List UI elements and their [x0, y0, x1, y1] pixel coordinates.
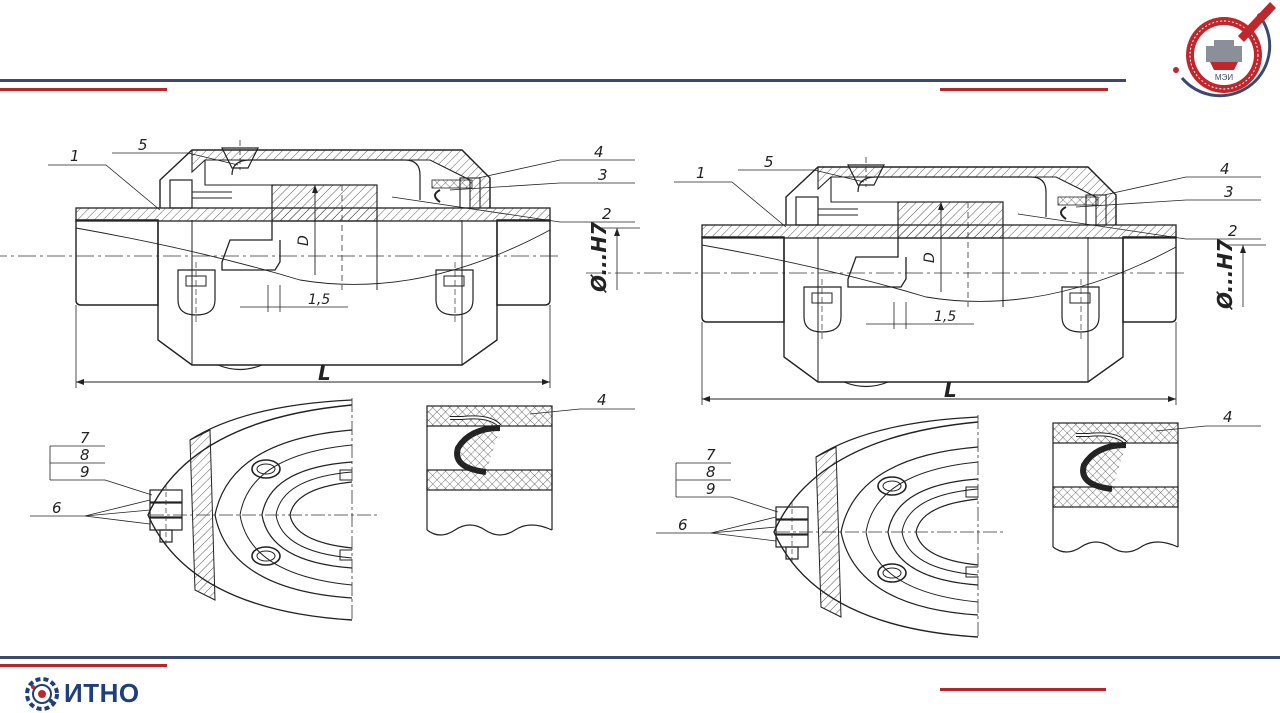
- right-seal-detail: [1053, 423, 1261, 552]
- emblem-text: МЭИ: [1215, 73, 1233, 82]
- right-label-1: 1: [696, 164, 706, 182]
- left-detail-label: 4: [597, 391, 607, 409]
- right-dim-d: D: [922, 252, 938, 263]
- right-label-4: 4: [1220, 160, 1230, 178]
- header-navy-rule: [0, 79, 1126, 82]
- right-coupling-section: [585, 156, 1267, 406]
- right-label-2: 2: [1228, 222, 1238, 240]
- right-label-6: 6: [678, 516, 688, 534]
- footer-logo-text: ИТНО: [64, 678, 140, 708]
- left-label-9: 9: [80, 463, 90, 481]
- left-label-6: 6: [52, 499, 62, 517]
- left-figure: 1 2 3 4 5 6 7 8 9 4 1,5 D Ø...H7 L: [0, 136, 641, 623]
- left-label-4: 4: [594, 143, 604, 161]
- header-red-accent-left: [0, 88, 167, 91]
- right-figure: 1 2 3 4 5 6 7 8 9 4 1,5 D Ø...H7 L: [585, 153, 1267, 640]
- university-emblem-icon: МЭИ: [1173, 2, 1276, 98]
- right-detail-label: 4: [1223, 408, 1233, 426]
- left-dim-fit: Ø...H7: [587, 222, 611, 293]
- right-dim-gap: 1,5: [934, 309, 956, 325]
- right-dim-fit: Ø...H7: [1213, 239, 1237, 310]
- left-dim-d: D: [296, 235, 312, 246]
- left-coupling-section: [0, 139, 641, 389]
- right-label-8: 8: [706, 463, 716, 481]
- header-red-accent-right: [940, 88, 1108, 91]
- right-label-5: 5: [764, 153, 774, 171]
- gear-icon: [25, 677, 59, 711]
- right-dim-length: L: [944, 378, 957, 402]
- left-dim-gap: 1,5: [308, 292, 330, 308]
- left-dim-length: L: [318, 361, 331, 385]
- left-seal-detail: [427, 406, 635, 535]
- left-label-7: 7: [80, 429, 90, 447]
- right-label-7: 7: [706, 446, 716, 464]
- left-label-8: 8: [80, 446, 90, 464]
- right-label-3: 3: [1224, 183, 1234, 201]
- footer-red-accent-right: [940, 688, 1106, 691]
- left-label-2: 2: [602, 205, 612, 223]
- left-label-1: 1: [70, 147, 80, 165]
- right-label-9: 9: [706, 480, 716, 498]
- left-label-5: 5: [138, 136, 148, 154]
- footer-red-accent-left: [0, 664, 167, 667]
- footer-navy-rule: [0, 656, 1280, 659]
- left-label-3: 3: [598, 166, 608, 184]
